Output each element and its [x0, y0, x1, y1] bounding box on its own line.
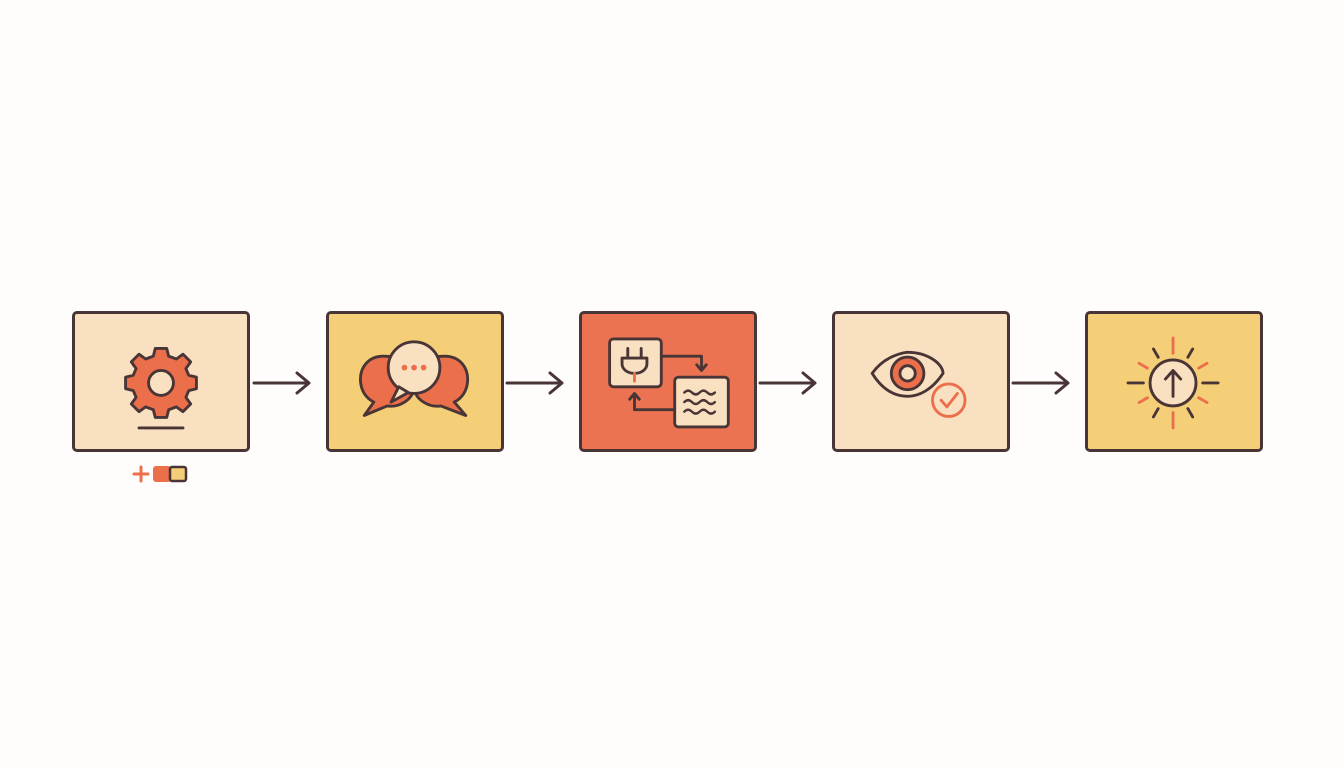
check-badge-icon [931, 382, 967, 418]
sun-ray [1137, 361, 1149, 370]
sun-ray [1137, 396, 1149, 404]
sun-ray [1197, 361, 1209, 370]
sun-arrow-up-icon [1126, 336, 1220, 430]
sun-ray [1151, 407, 1160, 419]
step-2-box [326, 311, 504, 452]
sun-ray [1197, 396, 1209, 404]
step-3-box [579, 311, 757, 452]
flow-arrow-4 [1011, 370, 1073, 396]
step-1-box [72, 311, 250, 452]
eye-check-icon [870, 350, 967, 418]
plus-toggle-icon [132, 463, 194, 485]
sun-ray [1186, 407, 1195, 419]
step-5-box [1085, 311, 1263, 452]
gear-icon [124, 347, 198, 430]
flow-arrow-1 [252, 370, 314, 396]
plug-exchange-icon [608, 337, 730, 429]
sun-ray [1186, 347, 1195, 359]
step-4-box [832, 311, 1010, 452]
flow-arrow-2 [505, 370, 567, 396]
sun-ray [1151, 347, 1160, 359]
chat-bubbles-icon [358, 340, 470, 417]
flow-arrow-3 [758, 370, 820, 396]
